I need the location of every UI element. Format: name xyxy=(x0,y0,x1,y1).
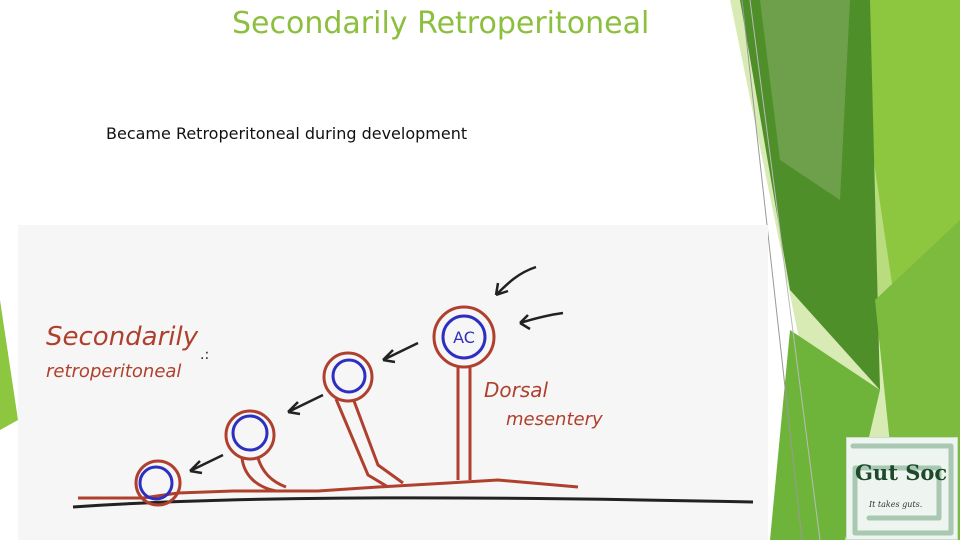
right-label-line-2: mesentery xyxy=(506,409,603,430)
tissue-line xyxy=(78,478,579,500)
arrows xyxy=(189,265,564,475)
circle-label: AC xyxy=(453,328,475,347)
right-label-line-1: Dorsal xyxy=(484,378,549,402)
left-label-line-2: retroperitoneal xyxy=(46,361,181,382)
stage-2-organ xyxy=(224,409,287,493)
bullet-text: Became Retroperitoneal during developmen… xyxy=(106,124,468,143)
logo-tagline: It takes guts. xyxy=(869,500,923,509)
stage-4-organ xyxy=(432,305,496,480)
gut-soc-logo: Gut Soc It takes guts. xyxy=(846,437,958,540)
logo-name: Gut Soc xyxy=(855,460,948,485)
stage-1-organ xyxy=(134,459,182,507)
left-accent-stripe xyxy=(0,300,18,430)
diagram-background xyxy=(18,225,768,540)
slide-title: Secondarily Retroperitoneal xyxy=(232,6,650,41)
body-wall-line xyxy=(72,496,754,509)
intestine-border-icon xyxy=(850,443,954,536)
left-label-dots: .: xyxy=(200,347,209,363)
stage-3-organ xyxy=(322,351,404,489)
development-diagram: AC Secondarily retroperitoneal .: Dorsal… xyxy=(18,225,768,540)
left-label-line-1: Secondarily xyxy=(46,322,199,352)
